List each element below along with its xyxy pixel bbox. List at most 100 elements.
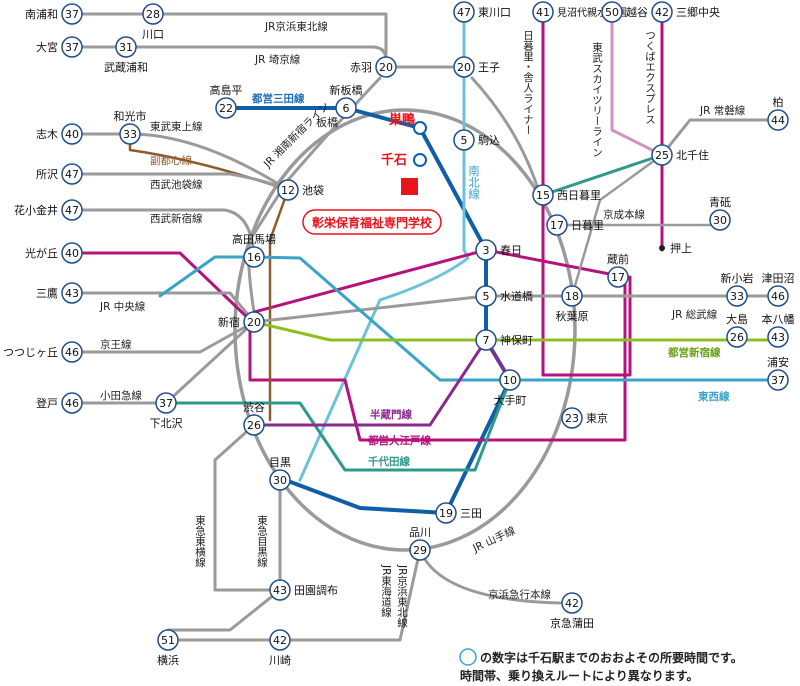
line-label-nippori-toneri: 日暮里・舎人ライナー <box>522 30 534 135</box>
station-name: 目黒 <box>269 456 291 469</box>
station-circle <box>61 3 83 25</box>
station-circle <box>532 1 554 23</box>
shinjuku-line <box>252 320 780 342</box>
station-name: 津田沼 <box>762 271 795 285</box>
station-circle <box>335 97 357 119</box>
station-name: 所沢 <box>36 167 58 181</box>
station-circle <box>269 579 291 601</box>
legend-line-1: の数字は千石駅までのおおよその所要時間です。 <box>480 650 743 665</box>
station-circle <box>269 469 291 491</box>
station-name: 王子 <box>478 61 500 74</box>
station-name: 駒込 <box>478 134 500 147</box>
station-name: 本八幡 <box>762 312 795 326</box>
line-label-seibu-ikebukuro: 西武池袋線 <box>150 178 203 191</box>
station-minutes: 42 <box>273 634 287 647</box>
station-minutes: 41 <box>536 6 550 19</box>
station-circle <box>453 56 475 78</box>
station-minutes: 50 <box>605 6 619 19</box>
line-label-keihin-tohoku-south: JR京浜東北線 <box>396 564 408 628</box>
station-name: 東京 <box>586 411 608 425</box>
station-minutes: 37 <box>159 397 173 410</box>
station-circle <box>277 179 299 201</box>
chuo-line <box>70 291 780 324</box>
station-name: 赤羽 <box>350 61 372 74</box>
line-label-shinjuku-line: 都営新宿線 <box>667 346 721 359</box>
station-circle <box>453 1 475 23</box>
station-tsudanuma: 46 津田沼 <box>762 271 795 307</box>
station-name: 浦安 <box>767 355 789 369</box>
station-circle <box>499 369 521 391</box>
station-name: 池袋 <box>302 183 324 197</box>
station-circle <box>453 129 475 151</box>
station-name: 田園調布 <box>294 583 338 597</box>
sengoku-marker <box>413 153 427 167</box>
station-minutes: 46 <box>771 290 785 303</box>
station-name: 南浦和 <box>25 8 58 21</box>
station-name: 青砥 <box>709 196 731 209</box>
station-minutes: 42 <box>655 6 669 19</box>
station-minutes: 15 <box>536 189 550 202</box>
station-circle <box>601 1 623 23</box>
line-label-keisei: 京成本線 <box>603 208 645 221</box>
station-minutes: 5 <box>461 134 468 147</box>
station-kashiwa: 44柏 <box>767 95 789 131</box>
joban-line <box>660 118 780 157</box>
legend-line-2: 時間帯、乗り換えルートにより異なります。 <box>460 668 699 683</box>
station-name: 新小岩 <box>721 271 754 285</box>
tokyu-toyoko-line <box>213 423 282 592</box>
station-minutes: 5 <box>483 290 490 303</box>
station-name: 三鷹 <box>36 286 58 300</box>
station-name: 品川 <box>409 526 431 539</box>
station-circle <box>475 329 497 351</box>
station-name: 川崎 <box>269 653 291 667</box>
line-label-tozai: 東西線 <box>698 390 730 403</box>
station-circle <box>243 414 265 436</box>
station-minutes: 20 <box>379 61 393 74</box>
station-name: 日暮里 <box>571 218 604 232</box>
station-minutes: 33 <box>730 290 744 303</box>
station-name: 花小金井 <box>14 203 58 217</box>
station-shin-koiwa: 33 新小岩 <box>721 271 754 307</box>
station-minutes: 37 <box>65 8 79 21</box>
station-minutes: 37 <box>65 41 79 54</box>
station-circle <box>651 1 673 23</box>
station-minutes: 30 <box>713 214 727 227</box>
station-circle <box>61 123 83 145</box>
station-minutes: 26 <box>247 419 261 432</box>
line-label-tobu-tojo: 東武東上線 <box>150 120 203 133</box>
yamanote-loop <box>233 108 577 552</box>
oedo-line <box>70 193 632 442</box>
line-label-tsukuba: つくばエクスプレス <box>644 30 656 125</box>
station-circle <box>119 123 141 145</box>
station-name: 和光市 <box>114 109 147 123</box>
station-minutes: 44 <box>771 114 785 127</box>
line-label-odakyu: 小田急線 <box>100 389 142 402</box>
station-circle <box>767 109 789 131</box>
sengoku-label: 千石 <box>381 152 407 168</box>
itabashi-sub-label: 板橋 <box>316 115 338 129</box>
hanzomon-line <box>252 338 488 427</box>
station-minutes: 51 <box>161 634 175 647</box>
line-label-chiyoda: 千代田線 <box>368 455 410 468</box>
skytree-line <box>610 12 664 157</box>
station-circle <box>726 285 748 307</box>
station-circle <box>61 242 83 264</box>
station-minutes: 31 <box>119 41 133 54</box>
